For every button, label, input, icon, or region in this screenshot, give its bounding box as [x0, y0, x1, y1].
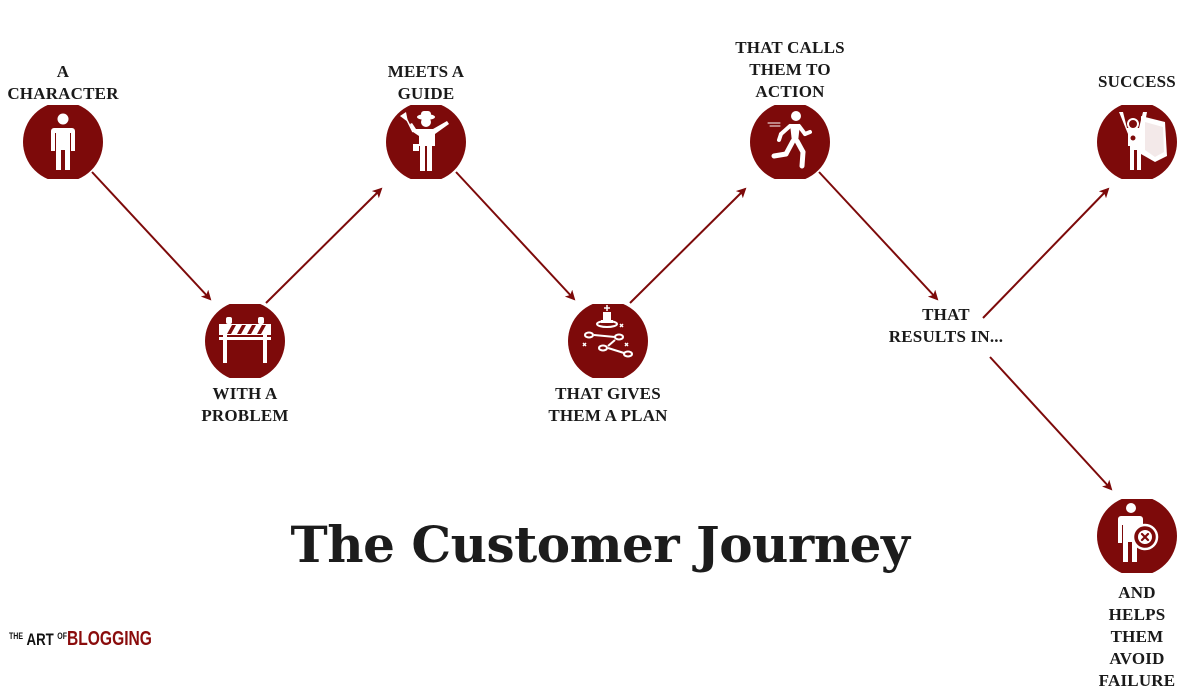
brand-logo-art: ART — [26, 630, 54, 649]
arrow-results-to-success — [982, 187, 1110, 319]
step-label-plan: THAT GIVES THEM A PLAN — [548, 384, 668, 425]
brand-logo: THE ART OFBLOGGING — [9, 628, 152, 651]
step-label-results: THAT RESULTS IN... — [888, 305, 1004, 346]
step-node-problem — [205, 301, 285, 381]
step-label-character: A CHARACTER — [7, 62, 119, 103]
person-cancel-icon — [1118, 503, 1159, 562]
arrow-guide-to-plan — [455, 171, 576, 301]
step-label-success: SUCCESS — [1098, 72, 1176, 91]
strategy-plan-icon — [582, 305, 633, 358]
step-node-action — [750, 102, 830, 182]
step-node-success — [1097, 102, 1177, 182]
step-node-guide — [386, 102, 466, 182]
arrow-problem-to-guide — [265, 187, 383, 304]
step-label-action: THAT CALLS THEM TO ACTION — [735, 38, 845, 101]
running-person-icon — [767, 111, 812, 169]
arrow-plan-to-action — [629, 187, 747, 304]
brand-logo-the: THE — [9, 631, 24, 641]
page-title: The Customer Journey — [290, 515, 910, 574]
superhero-icon — [1119, 112, 1167, 170]
arrow-action-to-results — [818, 171, 939, 301]
step-node-failure — [1097, 496, 1177, 576]
connector-arrows — [91, 171, 1113, 491]
step-label-failure: AND HELPS THEM AVOID FAILURE — [1098, 583, 1176, 690]
step-label-problem: WITH A PROBLEM — [201, 384, 289, 425]
barrier-icon — [219, 317, 271, 363]
step-node-character — [23, 102, 103, 182]
brand-logo-of: OF — [57, 631, 68, 641]
step-node-plan — [568, 301, 648, 381]
arrow-character-to-problem — [91, 171, 212, 301]
tour-guide-icon — [400, 111, 449, 171]
step-label-guide: MEETS A GUIDE — [387, 62, 465, 103]
brand-logo-blogging: BLOGGING — [67, 628, 152, 650]
person-icon — [51, 113, 75, 170]
arrow-results-to-failure — [989, 356, 1113, 491]
